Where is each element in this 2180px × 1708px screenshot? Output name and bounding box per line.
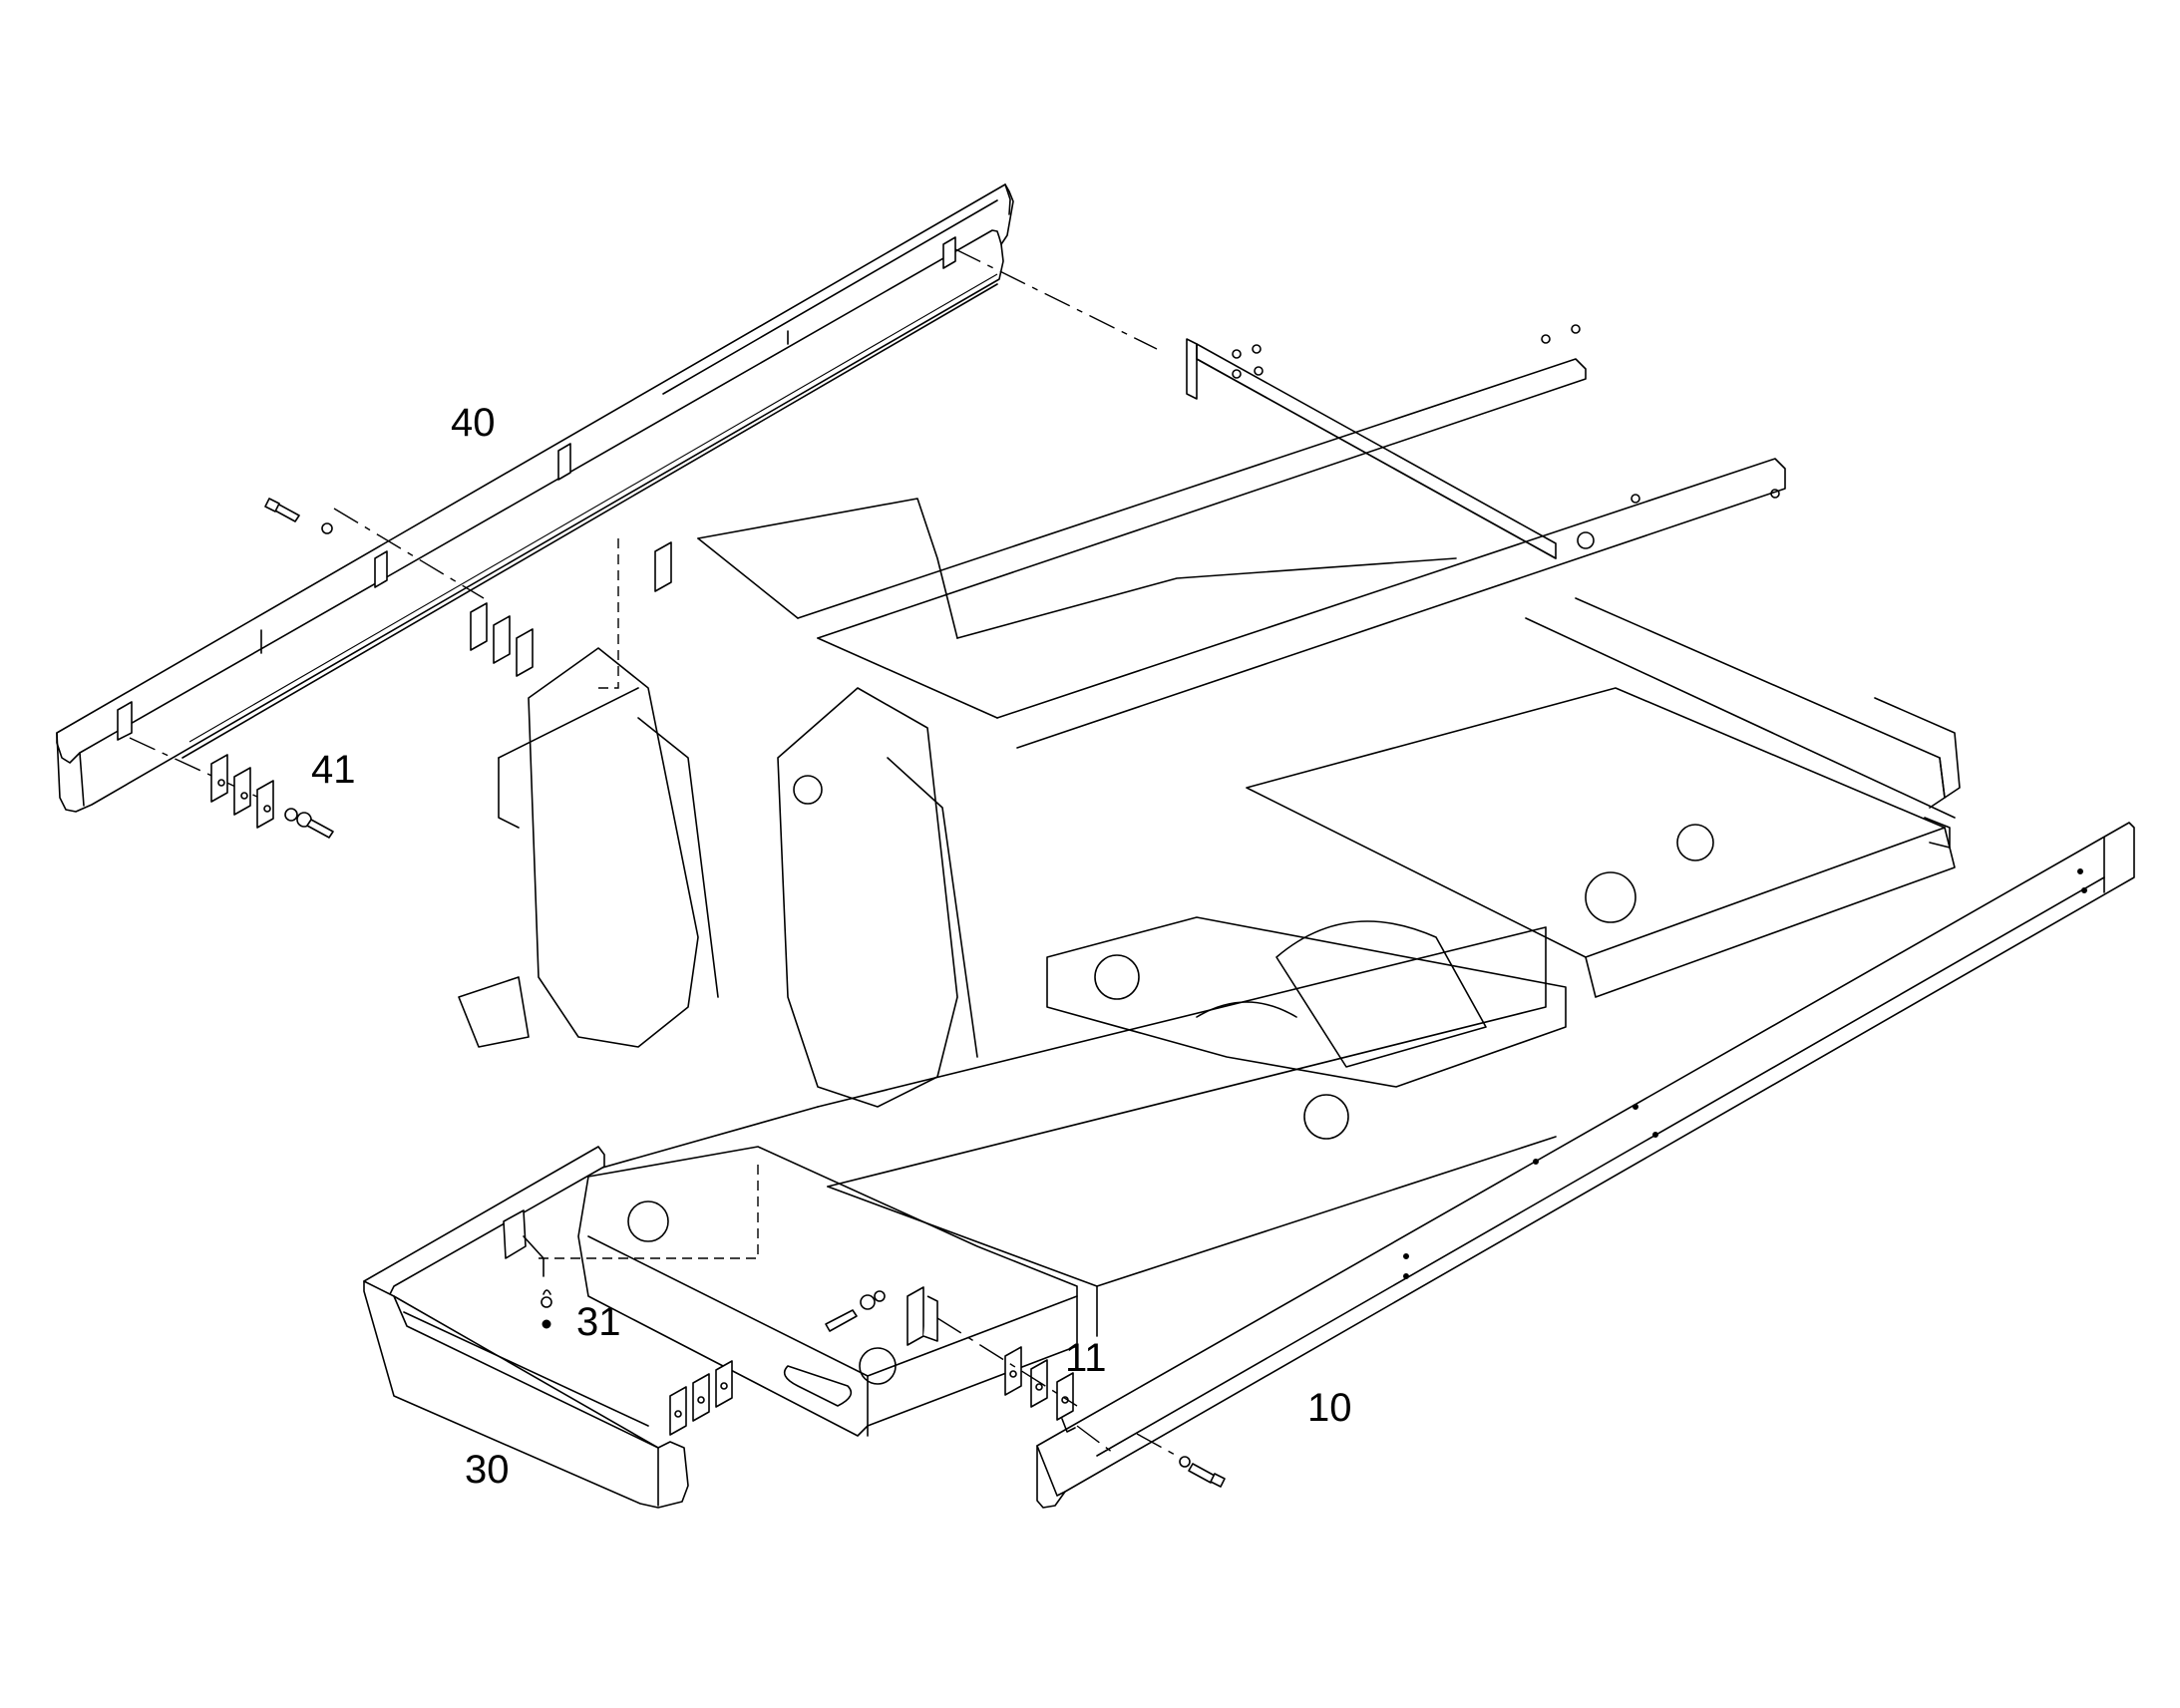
part-41-spacer-plates	[210, 541, 672, 839]
frame-holes	[1232, 324, 1780, 504]
callout-31: 31	[576, 1300, 621, 1344]
callout-10: 10	[1307, 1386, 1352, 1430]
part-31-bolt-washer	[541, 1289, 552, 1329]
bolt-40-upper	[264, 498, 333, 534]
part-30-front-bumper	[363, 1146, 759, 1509]
bolt-10	[1179, 1456, 1226, 1488]
bumper-spacer-plates	[669, 1360, 733, 1436]
chassis-frame	[458, 338, 1961, 1437]
callout-30: 30	[465, 1448, 510, 1492]
callout-41: 41	[311, 748, 356, 792]
part-40-side-rail	[56, 183, 1014, 813]
part-10-side-rail	[1036, 822, 2135, 1509]
callout-11: 11	[1065, 1336, 1107, 1380]
part-11-spacer-plates	[825, 1286, 1078, 1421]
callout-40: 40	[451, 401, 496, 445]
